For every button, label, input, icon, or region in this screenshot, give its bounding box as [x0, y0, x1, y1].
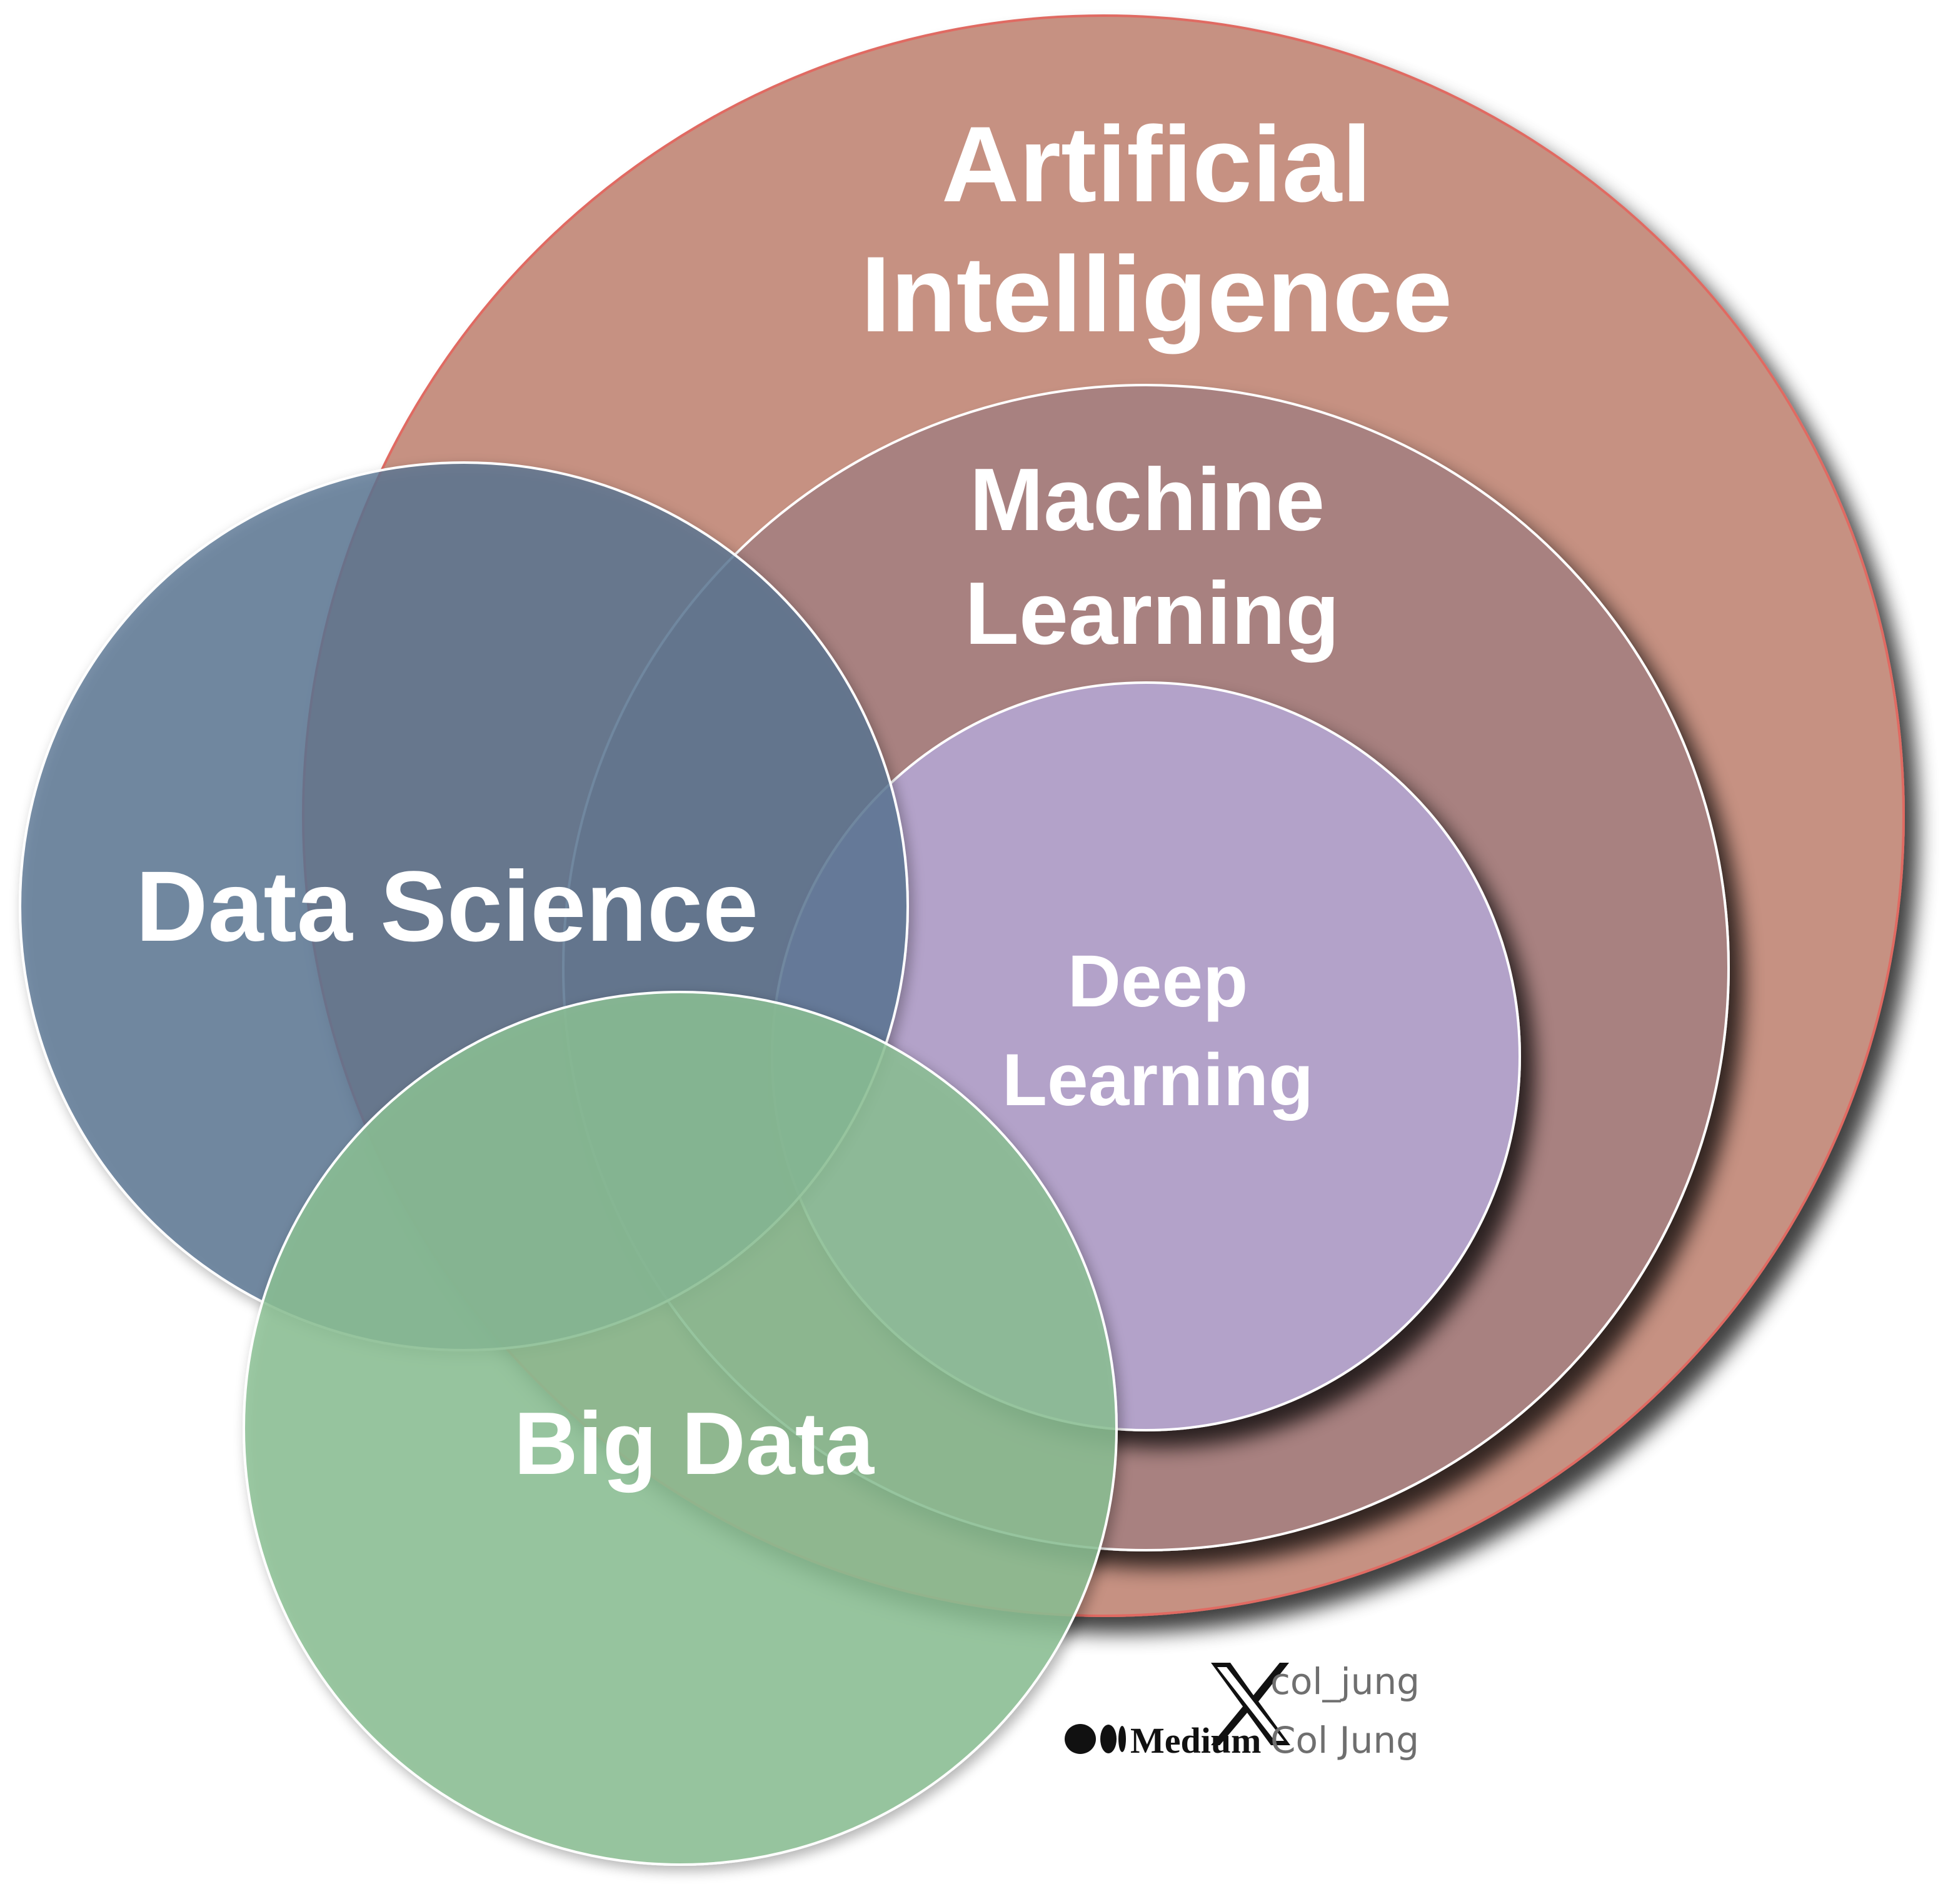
- data-science-label: Data Science: [136, 850, 758, 962]
- x-credit[interactable]: col_jung: [1211, 1660, 1420, 1745]
- medium-credit[interactable]: Medium Col Jung: [1065, 1719, 1419, 1761]
- big-data-circle: [243, 991, 1118, 1866]
- ml-label-line2: Learning: [965, 564, 1340, 663]
- ai-label-line2: Intelligence: [861, 234, 1452, 354]
- x-logo-icon: [1211, 1663, 1290, 1745]
- dl-label-line1: Deep: [1068, 940, 1248, 1023]
- medium-brand: Medium: [1130, 1720, 1261, 1761]
- medium-logo-icon: [1065, 1724, 1126, 1754]
- x-handle: col_jung: [1270, 1660, 1420, 1703]
- ml-label-line1: Machine: [970, 450, 1325, 549]
- dl-label-line2: Learning: [1002, 1039, 1313, 1121]
- ai-label-line1: Artificial: [941, 104, 1372, 224]
- big-data-label: Big Data: [514, 1394, 875, 1493]
- medium-author: Col Jung: [1270, 1719, 1419, 1761]
